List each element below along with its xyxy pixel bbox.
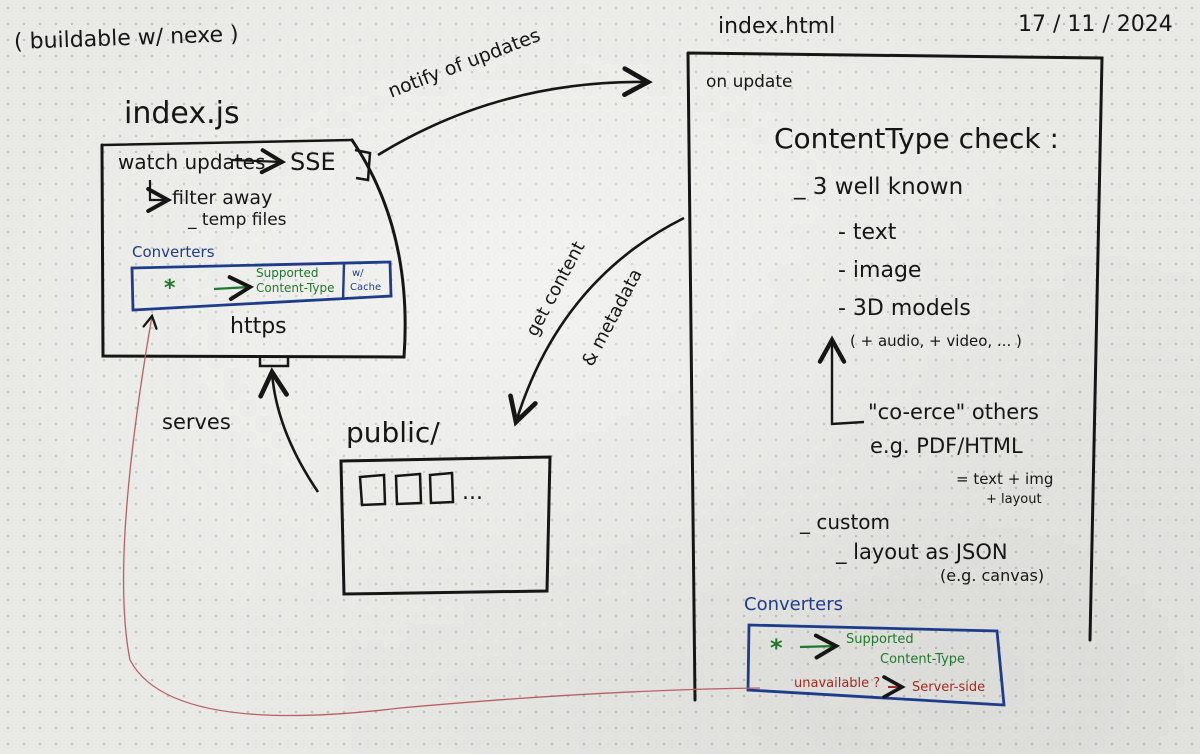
well-known-label: _ 3 well known [794, 174, 964, 200]
server-converter-star: * [164, 276, 176, 301]
unavailable-label: unavailable ? [794, 676, 881, 691]
public-label: public/ [346, 416, 440, 449]
server-converters-box [130, 260, 393, 312]
fallback-connection [122, 313, 761, 717]
server-filename: index.js [124, 96, 240, 131]
serves-arrow [258, 367, 320, 493]
client-filename: index.html [718, 14, 836, 39]
notify-arrow [377, 66, 653, 157]
on-update-label: on update [706, 72, 793, 92]
custom-label: _ custom [800, 510, 891, 534]
sse-label: SSE [290, 148, 336, 176]
eq-text-img: = text + img [956, 470, 1054, 488]
server-supported-line2: Content-Type [256, 281, 335, 295]
check-title: ContentType check : [774, 122, 1059, 155]
server-cache-line2: Cache [350, 282, 382, 293]
sse-port [354, 148, 372, 182]
client-converters-box [746, 623, 1006, 707]
type-text: - text [838, 220, 897, 245]
server-side-label: Server-side [912, 680, 986, 695]
client-converter-arrow [799, 633, 841, 660]
public-ellipsis: ... [462, 480, 483, 505]
server-box-top [100, 138, 354, 147]
client-box [686, 51, 1104, 702]
date-label: 17 / 11 / 2024 [1018, 12, 1173, 37]
server-supported-line1: Supported [256, 266, 319, 280]
file-icon-1 [358, 473, 387, 507]
server-cache-divider [341, 263, 346, 301]
file-icon-3 [428, 471, 455, 505]
eg-pdf-label: e.g. PDF/HTML [870, 434, 1023, 458]
filter-away-label: filter away [172, 187, 273, 209]
client-supported-line2: Content-Type [880, 652, 966, 667]
https-label: https [230, 314, 287, 339]
layout-json-label: _ layout as JSON [836, 540, 1008, 564]
eg-canvas-label: (e.g. canvas) [940, 566, 1045, 585]
server-converters-label: Converters [132, 243, 215, 261]
get-content-arrow [508, 216, 685, 427]
coerce-label: "co-erce" others [868, 400, 1039, 424]
https-port [258, 356, 290, 368]
sse-arrow [231, 148, 287, 175]
client-supported-line1: Supported [846, 632, 914, 647]
public-box [339, 455, 552, 596]
serves-label: serves [162, 410, 231, 434]
filter-hook [146, 180, 173, 213]
watch-updates-label: watch updates [118, 150, 266, 174]
server-cache-line1: w/ [352, 268, 364, 279]
server-converter-arrow [213, 275, 255, 302]
plus-layout: + layout [986, 492, 1042, 507]
file-icon-2 [394, 472, 423, 506]
client-converters-label: Converters [744, 594, 844, 615]
client-converter-star: * [770, 634, 783, 662]
models-more: ( + audio, + video, ... ) [850, 332, 1022, 350]
coerce-bracket-arrow [817, 335, 865, 426]
temp-files-label: _ temp files [188, 210, 287, 230]
type-models: - 3D models [838, 296, 971, 321]
type-image: - image [838, 258, 922, 283]
